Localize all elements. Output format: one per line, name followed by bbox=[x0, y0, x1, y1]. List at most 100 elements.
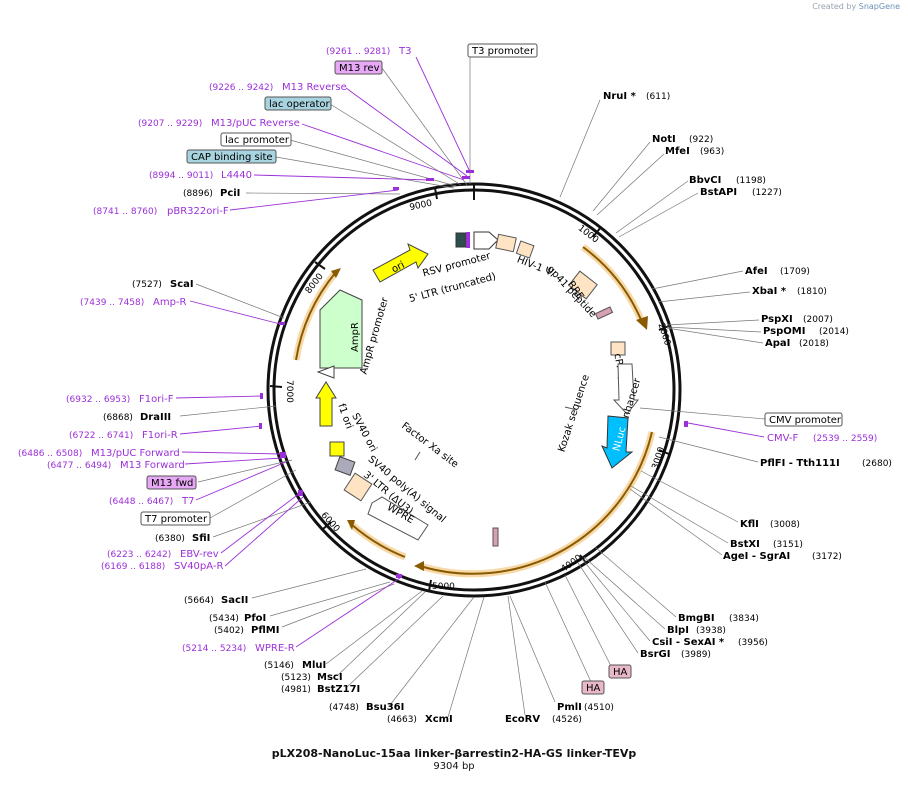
primer-m13-puc-forward-range: (6486 .. 6508) bbox=[18, 449, 82, 459]
callout-mfei bbox=[596, 153, 665, 216]
primer-wpre-r[interactable]: WPRE-R bbox=[255, 643, 295, 654]
primer-t7[interactable]: T7 bbox=[181, 496, 194, 507]
credit-prefix: Created by bbox=[812, 2, 857, 11]
enzyme-pmli[interactable]: PmlI bbox=[557, 702, 582, 713]
enzyme-ecorv[interactable]: EcoRV bbox=[505, 714, 540, 725]
enzyme-blpi[interactable]: BlpI bbox=[667, 625, 689, 636]
enzyme-kfli-pos: (3008) bbox=[770, 520, 800, 530]
enzyme-bstz17i[interactable]: BstZ17I bbox=[317, 684, 360, 695]
primer-mark-pbr322 bbox=[393, 187, 399, 190]
callout-apai bbox=[666, 327, 764, 344]
enzyme-apai[interactable]: ApaI bbox=[765, 338, 790, 349]
primer-l4440-range: (8994 .. 9011) bbox=[149, 171, 213, 181]
enzyme-bstxi-pos: (3151) bbox=[773, 540, 803, 550]
box-lac-promoter-label: lac promoter bbox=[225, 135, 290, 146]
orf-arc-lower-left-core bbox=[350, 523, 406, 558]
enzyme-kfli[interactable]: KflI bbox=[740, 519, 759, 530]
enzyme-pflfi[interactable]: PflFI - Tth111I bbox=[760, 458, 840, 469]
enzyme-xcmi[interactable]: XcmI bbox=[425, 714, 453, 725]
primer-f1ori-r[interactable]: F1ori-R bbox=[142, 430, 178, 441]
enzyme-pspomi[interactable]: PspOMI bbox=[763, 326, 805, 337]
enzyme-sacii[interactable]: SacII bbox=[221, 595, 248, 606]
callout-pspomi bbox=[666, 326, 762, 333]
primer-marks bbox=[259, 170, 688, 578]
enzyme-bsu36i[interactable]: Bsu36I bbox=[366, 702, 404, 713]
enzyme-scai[interactable]: ScaI bbox=[170, 279, 194, 290]
tick-8000 bbox=[314, 261, 326, 270]
enzyme-csii-pos: (3956) bbox=[738, 638, 768, 648]
primer-pbr322[interactable]: pBR322ori-F bbox=[167, 206, 229, 217]
primer-f1ori-f[interactable]: F1ori-F bbox=[139, 394, 174, 405]
primer-cmv-f[interactable]: CMV-F bbox=[767, 433, 798, 444]
box-t7-promoter[interactable] bbox=[140, 511, 211, 526]
primer-line-m13-forward bbox=[184, 457, 283, 465]
primer-mark-ebv bbox=[298, 490, 303, 496]
primer-m13-forward[interactable]: M13 Forward bbox=[120, 460, 185, 471]
box-t3-promoter[interactable] bbox=[467, 43, 538, 58]
enzyme-bmgbi-pos: (3834) bbox=[729, 614, 759, 624]
callout-pflfi bbox=[658, 436, 759, 463]
box-cmv-promoter[interactable] bbox=[764, 412, 843, 427]
sv40-polya-block bbox=[334, 456, 356, 476]
enzyme-bstz17i-pos: (4981) bbox=[281, 685, 311, 695]
f1-ori-arrow bbox=[315, 381, 337, 427]
enzyme-scai-pos: (7527) bbox=[132, 280, 162, 290]
enzyme-draiii[interactable]: DraIII bbox=[140, 412, 171, 423]
enzyme-pfoi[interactable]: PfoI bbox=[244, 613, 266, 624]
tick-1000 bbox=[592, 226, 602, 238]
callout-pcii bbox=[245, 192, 401, 195]
enzyme-xbai[interactable]: XbaI * bbox=[752, 286, 787, 297]
enzyme-sfii[interactable]: SfiI bbox=[192, 533, 210, 544]
primer-line-f1ori-r bbox=[179, 425, 263, 435]
primer-m13-puc-reverse[interactable]: M13/pUC Reverse bbox=[211, 118, 300, 129]
enzyme-bsrgi[interactable]: BsrGI bbox=[640, 649, 670, 660]
primer-l4440[interactable]: L4440 bbox=[221, 170, 252, 181]
callout-kfli bbox=[640, 470, 739, 523]
enzyme-bstxi[interactable]: BstXI bbox=[730, 539, 760, 550]
callout-m13-rev bbox=[381, 67, 468, 186]
kozak-label: Kozak sequence bbox=[556, 373, 591, 453]
primer-amp-r[interactable]: Amp-R bbox=[153, 297, 187, 308]
callout-draiii bbox=[179, 405, 277, 417]
primer-f1ori-f-range: (6932 .. 6953) bbox=[66, 395, 130, 405]
primer-t3[interactable]: T3 bbox=[398, 46, 411, 57]
box-cap-binding[interactable] bbox=[186, 149, 277, 164]
primer-amp-r-range: (7439 .. 7458) bbox=[80, 298, 144, 308]
box-lac-operator[interactable] bbox=[264, 96, 332, 111]
enzyme-mfei[interactable]: MfeI bbox=[665, 146, 690, 157]
primer-m13-puc-forward[interactable]: M13/pUC Forward bbox=[91, 448, 180, 459]
enzyme-nrui[interactable]: NruI * bbox=[603, 91, 637, 102]
ampr-promoter-label: AmpR promoter bbox=[359, 295, 392, 375]
orf-arc-right-head bbox=[636, 316, 648, 330]
primer-mark-t3 bbox=[466, 170, 474, 173]
enzyme-mlui[interactable]: MluI bbox=[302, 660, 326, 671]
box-m13-fwd[interactable] bbox=[146, 475, 197, 490]
enzyme-pflmi[interactable]: PflMI bbox=[251, 625, 279, 636]
enzyme-msci[interactable]: MscI bbox=[317, 672, 343, 683]
primer-ebv-rev[interactable]: EBV-rev bbox=[180, 549, 219, 560]
enzyme-bmgbi[interactable]: BmgBI bbox=[678, 613, 715, 624]
box-ha-2[interactable] bbox=[581, 680, 605, 695]
callout-agei bbox=[629, 488, 723, 556]
enzyme-bstapi-pos: (1227) bbox=[752, 188, 782, 198]
box-m13-rev[interactable] bbox=[334, 60, 383, 75]
primer-mark-m13 bbox=[280, 452, 286, 458]
enzyme-bstapi[interactable]: BstAPI bbox=[700, 187, 737, 198]
enzyme-pspxi[interactable]: PspXI bbox=[761, 314, 793, 325]
enzyme-bbvci[interactable]: BbvCI bbox=[689, 175, 721, 186]
enzyme-csii[interactable]: CsiI - SexAI * bbox=[652, 637, 725, 648]
box-cmv-promoter-label: CMV promoter bbox=[769, 415, 842, 426]
sv40-promoter-block bbox=[329, 441, 345, 457]
enzyme-afei[interactable]: AfeI bbox=[745, 266, 768, 277]
primer-line-f1ori-f bbox=[175, 395, 263, 399]
box-lac-promoter[interactable] bbox=[220, 132, 292, 147]
callout-cmv-promoter bbox=[639, 407, 766, 420]
primer-m13-reverse[interactable]: M13 Reverse bbox=[282, 82, 347, 93]
primer-sv40pa-r[interactable]: SV40pA-R bbox=[174, 561, 223, 572]
box-ha-1[interactable] bbox=[608, 664, 632, 679]
enzyme-agei[interactable]: AgeI - SgrAI bbox=[723, 551, 790, 562]
enzyme-blpi-pos: (3938) bbox=[696, 626, 726, 636]
callout-afei bbox=[651, 270, 744, 290]
enzyme-noti[interactable]: NotI bbox=[652, 134, 676, 145]
enzyme-pcii[interactable]: PciI bbox=[220, 188, 240, 199]
